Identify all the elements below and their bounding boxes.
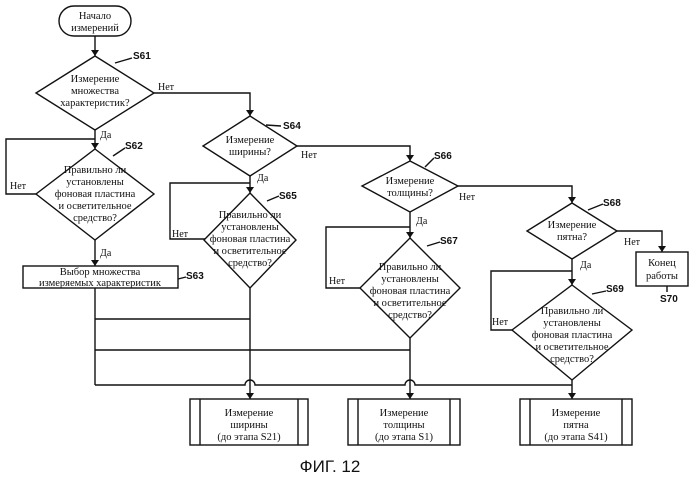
decision-s67-line-5: средство? <box>388 310 432 321</box>
decision-s69-line-3: фоновая пластина <box>532 330 613 341</box>
decision-s61-line-2: множества <box>71 86 119 97</box>
step-tag-s63: S63 <box>186 271 204 282</box>
decision-s68-line-1: Измерение <box>548 220 597 231</box>
decision-s62-line-1: Правильно ли <box>64 165 127 176</box>
decision-s62-line-2: установлены <box>66 177 124 188</box>
subprocess-width-line-2: ширины <box>230 420 267 431</box>
subprocess-thickness-line-2: толщины <box>383 420 424 431</box>
step-tag-s65: S65 <box>279 191 297 202</box>
decision-s67-line-2: установлены <box>381 274 439 285</box>
process-s63-line-1: Выбор множества <box>60 267 141 278</box>
subprocess-width-line-3: (до этапа S21) <box>217 432 281 443</box>
figure-caption: ФИГ. 12 <box>300 457 361 476</box>
decision-s65-line-5: средство? <box>228 258 272 269</box>
branch-no-s65: Нет <box>172 229 189 240</box>
decision-s64-line-1: Измерение <box>226 135 275 146</box>
step-tag-s70: S70 <box>660 294 678 305</box>
decision-s62: Правильно ли установлены фоновая пластин… <box>36 149 154 240</box>
branch-no-s68: Нет <box>624 237 641 248</box>
decision-s69-line-1: Правильно ли <box>541 306 604 317</box>
decision-s68-line-2: пятна? <box>557 232 587 243</box>
branch-yes-s62: Да <box>100 248 112 259</box>
decision-s65-line-4: и осветительное <box>213 246 286 257</box>
subprocess-spot-line-1: Измерение <box>552 408 601 419</box>
decision-s61-line-3: характеристик? <box>60 98 130 109</box>
branch-no-s64: Нет <box>301 150 318 161</box>
subprocess-width-line-1: Измерение <box>225 408 274 419</box>
decision-s69-line-5: средство? <box>550 354 594 365</box>
process-end-line-1: Конец <box>648 258 676 269</box>
step-tag-s64: S64 <box>283 121 301 132</box>
decision-s61: Измерение множества характеристик? <box>36 56 154 130</box>
decision-s67-line-1: Правильно ли <box>379 262 442 273</box>
subprocess-spot-line-2: пятна <box>563 420 589 431</box>
subprocess-thickness-line-3: (до этапа S1) <box>375 432 433 443</box>
decision-s67-line-3: фоновая пластина <box>370 286 451 297</box>
decision-s69-line-4: и осветительное <box>535 342 608 353</box>
decision-s61-line-1: Измерение <box>71 74 120 85</box>
decision-s67-line-4: и осветительное <box>373 298 446 309</box>
process-s63-line-2: измеряемых характеристик <box>39 278 162 289</box>
process-end-line-2: работы <box>646 271 678 282</box>
start-label-1: Начало <box>79 11 111 22</box>
process-s63: Выбор множества измеряемых характеристик <box>23 266 178 289</box>
step-tag-s66: S66 <box>434 151 452 162</box>
decision-s69-line-2: установлены <box>543 318 601 329</box>
branch-yes-s66: Да <box>416 216 428 227</box>
branch-yes-s64: Да <box>257 173 269 184</box>
branch-no-s61: Нет <box>158 82 175 93</box>
decision-s65-line-2: установлены <box>221 222 279 233</box>
decision-s66-line-1: Измерение <box>386 176 435 187</box>
decision-s64-line-2: ширины? <box>229 147 271 158</box>
decision-s66-line-2: толщины? <box>387 188 433 199</box>
start-terminator: Начало измерений <box>59 6 131 36</box>
subprocess-thickness-line-1: Измерение <box>380 408 429 419</box>
branch-no-s66: Нет <box>459 192 476 203</box>
decision-s69: Правильно ли установлены фоновая пластин… <box>512 285 632 380</box>
decision-s65-line-3: фоновая пластина <box>210 234 291 245</box>
subprocess-width: Измерение ширины (до этапа S21) <box>190 399 308 445</box>
subprocess-spot: Измерение пятна (до этапа S41) <box>520 399 632 445</box>
branch-no-s67: Нет <box>329 276 346 287</box>
start-label-2: измерений <box>71 23 119 34</box>
decision-s66: Измерение толщины? <box>362 161 458 212</box>
step-tag-s69: S69 <box>606 284 624 295</box>
process-end: Конец работы <box>636 252 688 286</box>
step-tag-s61: S61 <box>133 51 151 62</box>
branch-yes-s61: Да <box>100 130 112 141</box>
decision-s62-line-4: и осветительное <box>58 201 131 212</box>
step-tag-s67: S67 <box>440 236 458 247</box>
decision-s62-line-5: средство? <box>73 213 117 224</box>
decision-s62-line-3: фоновая пластина <box>55 189 136 200</box>
decision-s67: Правильно ли установлены фоновая пластин… <box>360 238 460 338</box>
subprocess-thickness: Измерение толщины (до этапа S1) <box>348 399 460 445</box>
decision-s65: Правильно ли установлены фоновая пластин… <box>204 193 296 288</box>
decision-s68: Измерение пятна? <box>527 203 617 259</box>
step-tag-s68: S68 <box>603 198 621 209</box>
branch-no-s62: Нет <box>10 181 27 192</box>
step-tag-s62: S62 <box>125 141 143 152</box>
branch-no-s69: Нет <box>492 317 509 328</box>
decision-s65-line-1: Правильно ли <box>219 210 282 221</box>
subprocess-spot-line-3: (до этапа S41) <box>544 432 608 443</box>
branch-yes-s68: Да <box>580 260 592 271</box>
